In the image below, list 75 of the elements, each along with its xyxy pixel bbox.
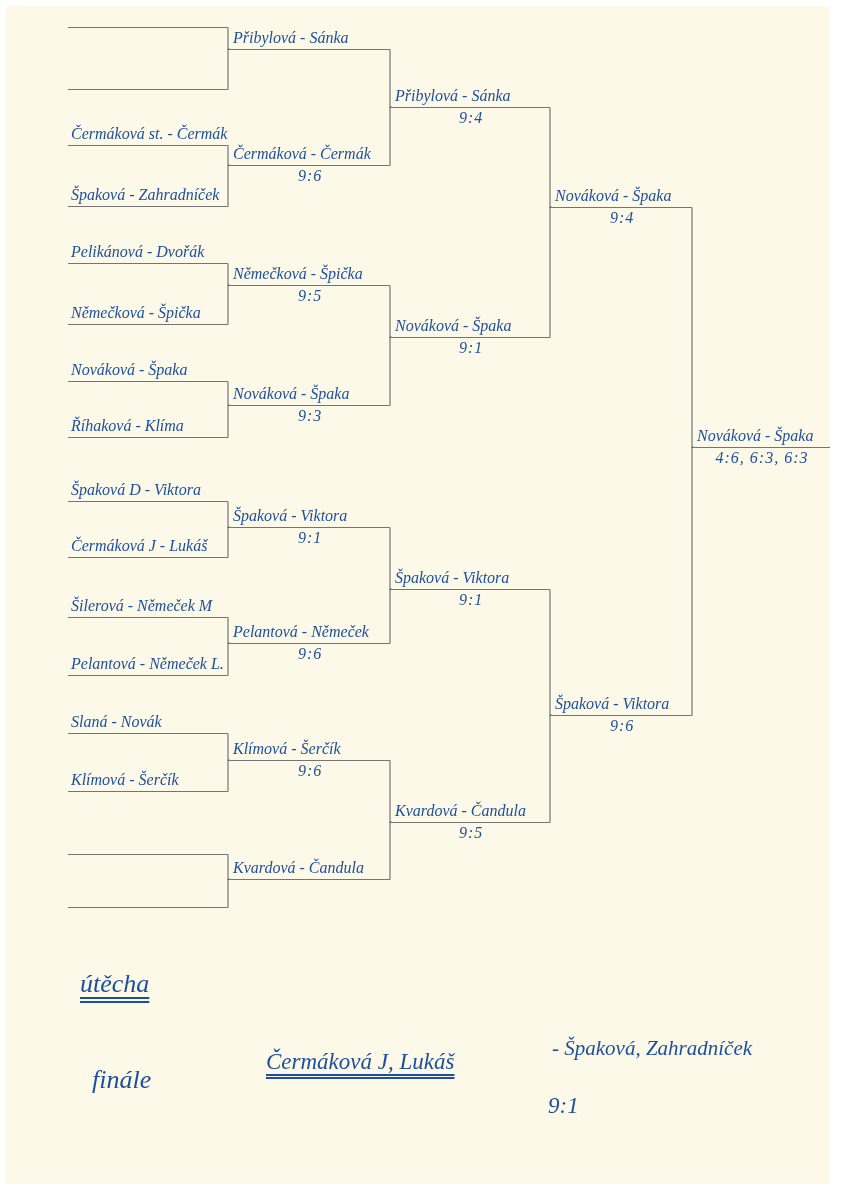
bracket-line bbox=[227, 26, 231, 50]
bracket-line bbox=[227, 144, 231, 166]
bracket-line bbox=[389, 821, 393, 880]
score-text: 4:6, 6:3, 6:3 bbox=[715, 449, 809, 467]
section-heading: útěcha bbox=[80, 968, 150, 1000]
score-text: 9:6 bbox=[298, 645, 323, 663]
bracket-line bbox=[227, 878, 231, 908]
score-text: 9:4 bbox=[459, 109, 484, 127]
bracket-line bbox=[227, 380, 231, 406]
bracket-line bbox=[549, 206, 553, 338]
score-text: 9:5 bbox=[298, 287, 323, 305]
bracket-line bbox=[227, 526, 231, 558]
bracket-line bbox=[389, 106, 393, 166]
bracket-entry: Přibylová - Sánka bbox=[392, 86, 550, 108]
bracket-entry: Němečková - Špička bbox=[230, 264, 390, 286]
bracket-entry: Klímová - Šerčík bbox=[230, 739, 390, 761]
bracket-entry: Šilerová - Němeček M bbox=[68, 596, 228, 618]
score-text: 9:4 bbox=[610, 209, 635, 227]
bracket-line bbox=[389, 336, 393, 406]
bracket-entry: Nováková - Špaka bbox=[392, 316, 550, 338]
bracket-entry: Čermáková - Čermák bbox=[230, 144, 390, 166]
bracket-entry: Špaková D - Viktora bbox=[68, 480, 228, 502]
bracket-entry: Nováková - Špaka bbox=[694, 426, 830, 448]
bracket-line bbox=[227, 48, 231, 90]
bracket-line bbox=[227, 759, 231, 792]
bracket-line bbox=[389, 284, 393, 338]
bracket-line bbox=[691, 206, 695, 448]
bracket-entry: Nováková - Špaka bbox=[230, 384, 390, 406]
bracket-line bbox=[549, 714, 553, 823]
bracket-entry: Špaková - Viktora bbox=[392, 568, 550, 590]
bracket-line bbox=[227, 262, 231, 286]
bracket-line bbox=[227, 164, 231, 207]
winner-name: Čermáková J, Lukáš bbox=[266, 1047, 455, 1076]
bracket-entry: Říhaková - Klíma bbox=[68, 416, 228, 438]
opponent-name: - Špaková, Zahradníček bbox=[552, 1035, 753, 1062]
bracket-entry: Pelantová - Němeček L. bbox=[68, 654, 228, 676]
bracket-entry: Pelantová - Němeček bbox=[230, 622, 390, 644]
bracket-line bbox=[227, 616, 231, 644]
bracket-line bbox=[389, 588, 393, 644]
score-text: 9:6 bbox=[298, 762, 323, 780]
bracket-entry: Pelikánová - Dvořák bbox=[68, 242, 228, 264]
bracket-entry: Kvardová - Čandula bbox=[230, 858, 390, 880]
bracket-line bbox=[549, 588, 553, 716]
score-text: 9:5 bbox=[459, 824, 484, 842]
bracket-entry: Klímová - Šerčík bbox=[68, 770, 228, 792]
bracket-entry: Čermáková J - Lukáš bbox=[68, 536, 228, 558]
bracket-entry: Nováková - Špaka bbox=[68, 360, 228, 382]
bracket-entry: Nováková - Špaka bbox=[552, 186, 692, 208]
bracket-line bbox=[389, 526, 393, 590]
bracket-entry: Slaná - Novák bbox=[68, 712, 228, 734]
bracket-entry: Němečková - Špička bbox=[68, 303, 228, 325]
bracket-line bbox=[549, 106, 553, 208]
bracket-line bbox=[227, 732, 231, 761]
score-text: 9:6 bbox=[610, 717, 635, 735]
score-text: 9:1 bbox=[459, 339, 484, 357]
bracket-line bbox=[389, 48, 393, 108]
bracket-entry: Špaková - Viktora bbox=[230, 506, 390, 528]
score-text: 9:6 bbox=[298, 167, 323, 185]
bracket-line bbox=[691, 446, 695, 716]
bracket-line bbox=[227, 853, 231, 880]
bracket-entry: Špaková - Viktora bbox=[552, 694, 692, 716]
bracket-entry: Kvardová - Čandula bbox=[392, 801, 550, 823]
round-label: finále bbox=[92, 1064, 152, 1096]
bracket-entry: Přibylová - Sánka bbox=[230, 28, 390, 50]
bracket-line bbox=[227, 284, 231, 325]
bracket-entry: Špaková - Zahradníček bbox=[68, 185, 228, 207]
bracket-line bbox=[227, 404, 231, 438]
score-text: 9:1 bbox=[548, 1092, 579, 1120]
bracket-line bbox=[227, 500, 231, 528]
score-text: 9:1 bbox=[459, 591, 484, 609]
bracket-line bbox=[389, 759, 393, 823]
bracket-line bbox=[227, 642, 231, 676]
score-text: 9:1 bbox=[298, 529, 323, 547]
bracket-entry: Čermáková st. - Čermák bbox=[68, 124, 228, 146]
score-text: 9:3 bbox=[298, 407, 323, 425]
